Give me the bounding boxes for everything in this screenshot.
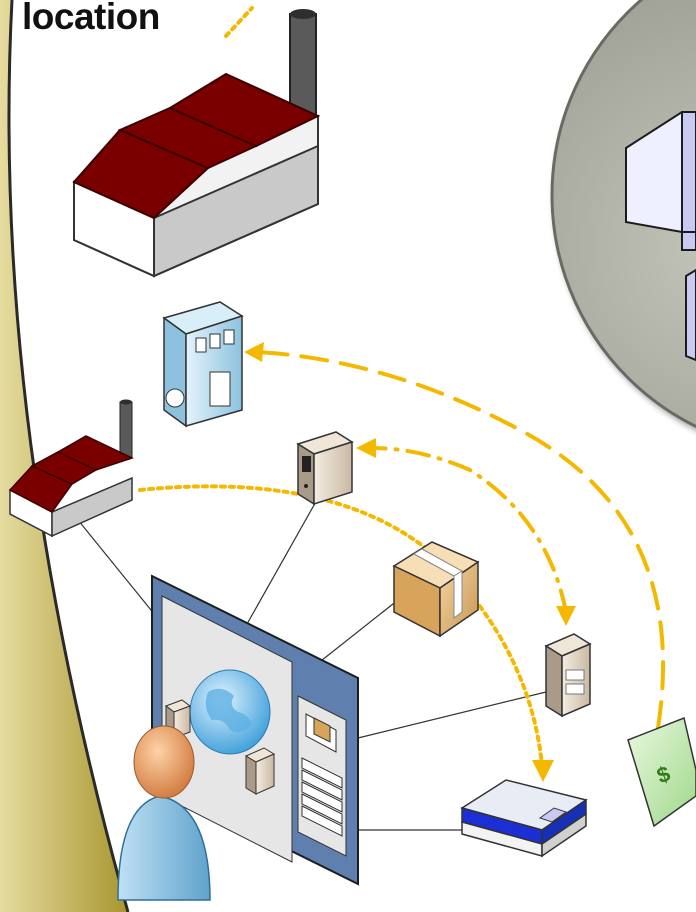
sidebar-list — [301, 757, 343, 837]
small-factory-icon — [8, 399, 134, 538]
server-to-portal-line — [237, 497, 319, 641]
block-shape-lower — [685, 268, 696, 362]
block-shape-upper — [625, 111, 696, 251]
user-icon — [117, 725, 211, 901]
package-to-portal-line — [311, 599, 399, 669]
server-tower-icon — [544, 633, 592, 718]
money-to-building-arrowhead — [244, 342, 264, 362]
left-side-panel — [0, 0, 130, 912]
server-icon — [296, 431, 354, 506]
gray-circle-region — [550, 0, 696, 429]
caption-dotted-accent — [224, 6, 254, 38]
server-tower-flow-arrowhead — [556, 606, 576, 626]
sidebar-box-icon — [305, 713, 337, 753]
money-to-building-flow — [256, 350, 666, 730]
location-caption: location — [22, 0, 160, 37]
large-factory-icon — [72, 9, 321, 278]
printer-icon — [460, 779, 588, 858]
building-icon — [162, 301, 244, 428]
factory-to-printer-arrowhead — [532, 760, 554, 782]
factory-to-portal-line — [77, 519, 156, 616]
package-icon — [392, 541, 480, 638]
server-tower-to-server-arrowhead — [356, 438, 376, 458]
screen-server-tower-small-icon — [244, 747, 276, 795]
money-bill-icon: $ — [627, 716, 696, 828]
server-tower-to-portal-line — [357, 691, 547, 739]
connection-lines — [77, 497, 547, 831]
globe-icon — [189, 669, 271, 755]
server-tower-to-server-flow — [370, 446, 568, 614]
